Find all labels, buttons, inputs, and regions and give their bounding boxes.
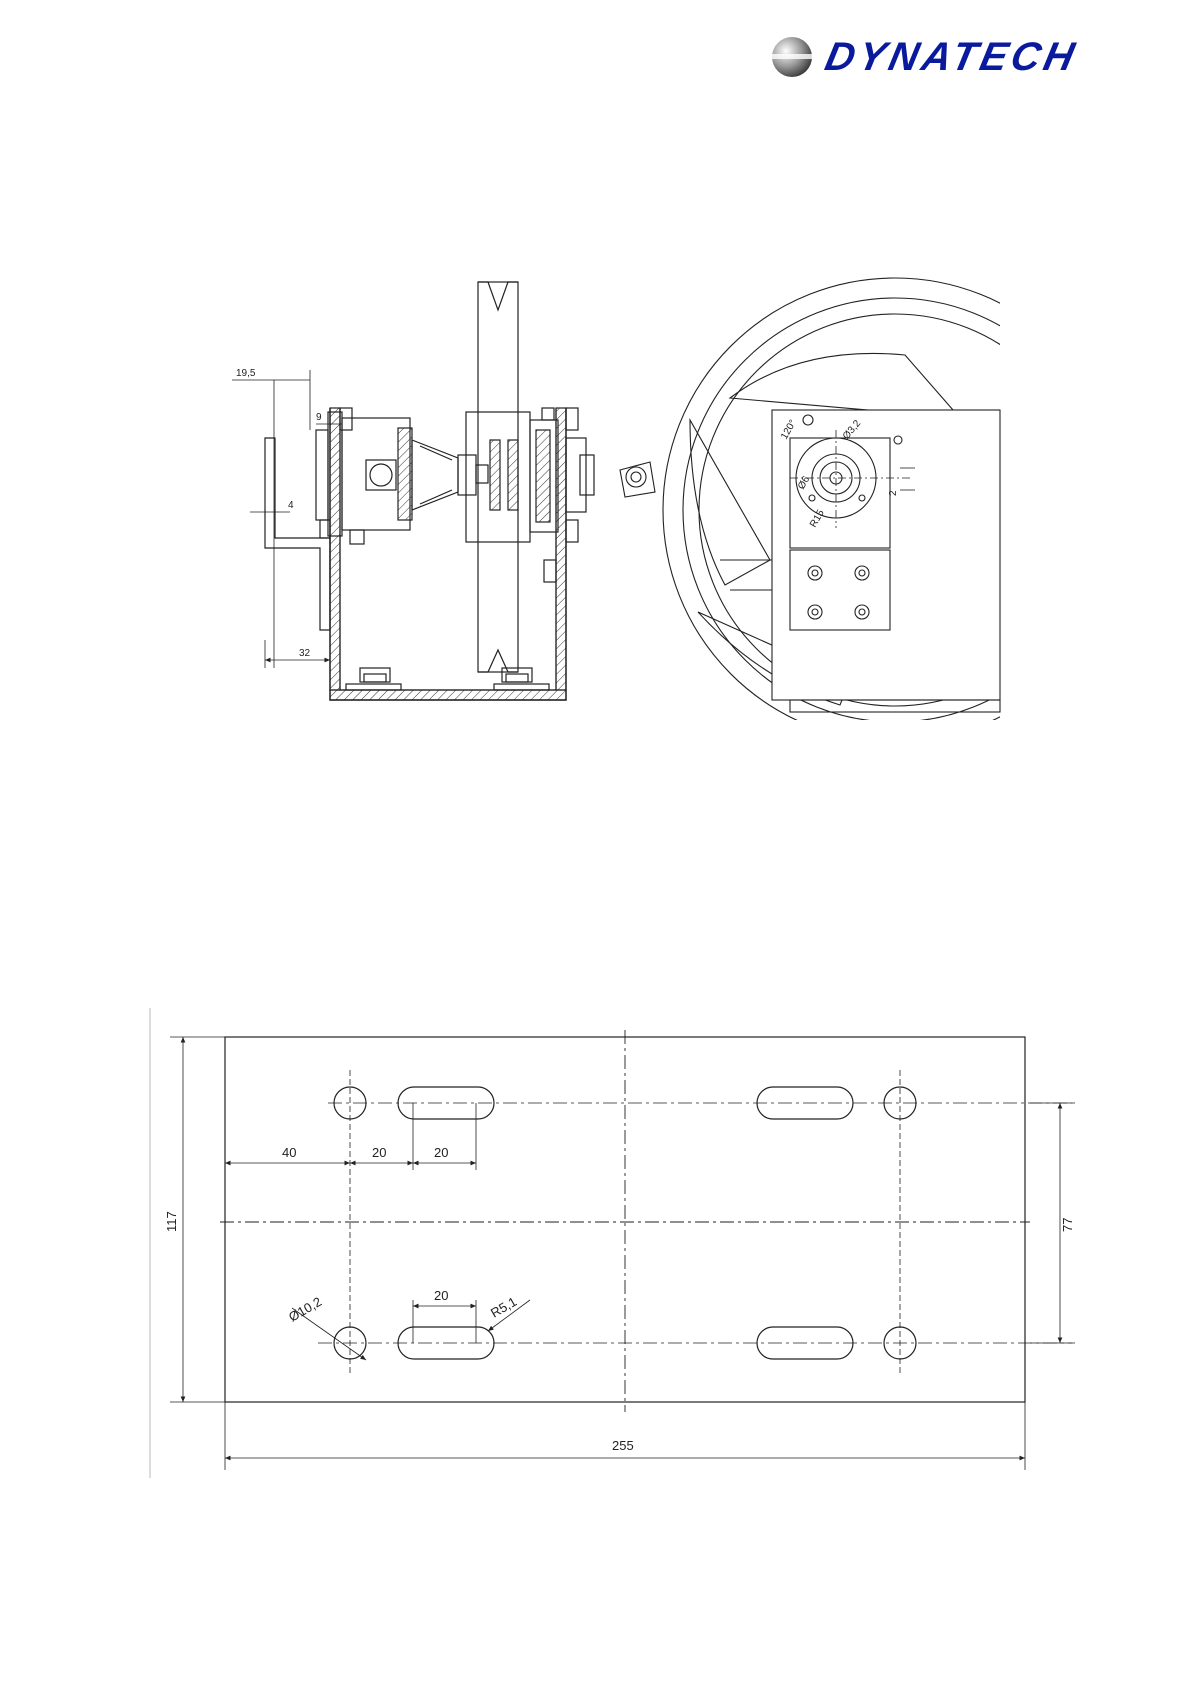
side-view	[265, 282, 594, 700]
dim-side-4: 4	[288, 500, 294, 511]
dim-plate-width: 255	[612, 1438, 634, 1453]
dim-side-9: 9	[316, 412, 322, 423]
dim-plate-height: 117	[164, 1211, 179, 1232]
plate-dimensions	[170, 1037, 1075, 1470]
dim-side-19-5: 19,5	[236, 368, 256, 379]
dim-side-32: 32	[299, 648, 311, 659]
dim-plate-slot-length: 20	[434, 1288, 448, 1303]
dim-plate-slot-radius: R5,1	[488, 1294, 519, 1321]
side-view-dimensions	[232, 370, 342, 668]
dim-front-offset: 2	[888, 490, 899, 496]
dim-plate-edge-offset: 40	[282, 1145, 296, 1160]
dim-plate-spacing: 77	[1060, 1218, 1075, 1232]
dim-plate-hole-diameter: Ø10,2	[286, 1294, 324, 1325]
dim-plate-gap1: 20	[372, 1145, 386, 1160]
mounting-plate	[150, 1008, 1072, 1478]
front-view	[620, 278, 1127, 742]
dim-plate-gap2: 20	[434, 1145, 448, 1160]
